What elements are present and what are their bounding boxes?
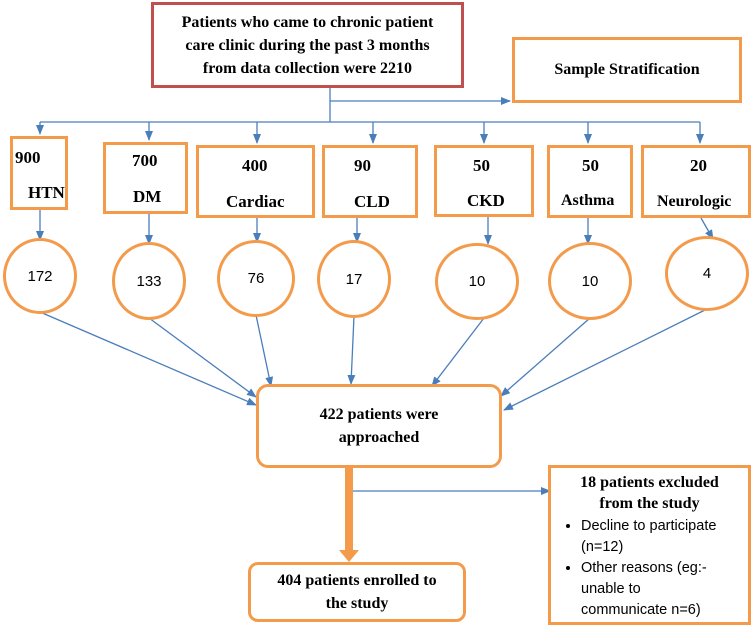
exclusion-reason: Other reasons (eg:-unable tocommunicate … [581, 558, 748, 621]
enrolled-box: 404 patients enrolled to the study [248, 562, 466, 622]
category-count: 90 [354, 156, 371, 175]
sample-circle-ckd: 10 [435, 243, 519, 320]
category-box-cld: 90 CLD [322, 145, 418, 218]
sample-value: 10 [581, 272, 599, 290]
sample-circle-dm: 133 [112, 242, 186, 320]
sample-circle-htn: 172 [3, 238, 77, 314]
category-count: 400 [242, 156, 268, 175]
category-count: 900 [15, 148, 41, 167]
approached-line-1: 422 patients were [319, 406, 439, 423]
category-box-asthma: 50 Asthma [547, 145, 633, 218]
sample-value: 133 [136, 272, 162, 290]
excluded-title-1: 18 patients excluded [580, 474, 719, 491]
exclusion-reasons-list: Decline to participate(n=12) Other reaso… [551, 516, 748, 621]
sample-value: 4 [702, 265, 712, 282]
category-box-cardiac: 400 Cardiac [196, 145, 315, 218]
sample-stratification-label: Sample Stratification [554, 61, 700, 78]
total-patients-line-3: from data collection were 2210 [202, 59, 413, 77]
category-box-htn: 900 HTN [10, 136, 68, 210]
sample-circle-cardiac: 76 [217, 240, 295, 317]
total-patients-line-2: care clinic during the past 3 months [185, 36, 430, 54]
total-patients-line-1: Patients who came to chronic patient [181, 13, 434, 31]
excluded-box: 18 patients excluded from the study Decl… [548, 465, 751, 625]
sample-circle-neurologic: 4 [665, 236, 749, 311]
total-patients-box: Patients who came to chronic patient car… [151, 2, 464, 88]
category-name: CLD [354, 192, 390, 211]
category-box-ckd: 50 CKD [434, 145, 534, 217]
sample-circle-cld: 17 [317, 240, 391, 318]
category-count: 700 [132, 151, 158, 170]
category-count: 50 [473, 156, 490, 175]
sample-value: 17 [345, 270, 363, 288]
category-name: DM [133, 187, 162, 206]
sample-value: 172 [27, 267, 53, 285]
category-count: 50 [582, 156, 599, 175]
category-count: 20 [690, 156, 707, 175]
enrolled-line-1: 404 patients enrolled to [277, 572, 437, 589]
category-name: Cardiac [226, 192, 285, 211]
category-name: HTN [28, 183, 65, 202]
exclusion-reason: Decline to participate(n=12) [581, 516, 748, 558]
category-name: Asthma [561, 192, 615, 209]
category-box-dm: 700 DM [103, 142, 188, 214]
category-name: CKD [467, 191, 505, 210]
approached-line-2: approached [338, 429, 420, 446]
sample-circle-asthma: 10 [548, 242, 632, 320]
sample-value: 76 [247, 270, 265, 287]
approached-box: 422 patients were approached [256, 384, 502, 468]
category-box-neurologic: 20 Neurologic [641, 145, 751, 218]
sample-value: 10 [468, 273, 486, 290]
enrolled-line-2: the study [325, 595, 389, 612]
sample-stratification-box: Sample Stratification [512, 37, 742, 103]
excluded-title-2: from the study [599, 495, 700, 512]
category-name: Neurologic [657, 193, 732, 210]
